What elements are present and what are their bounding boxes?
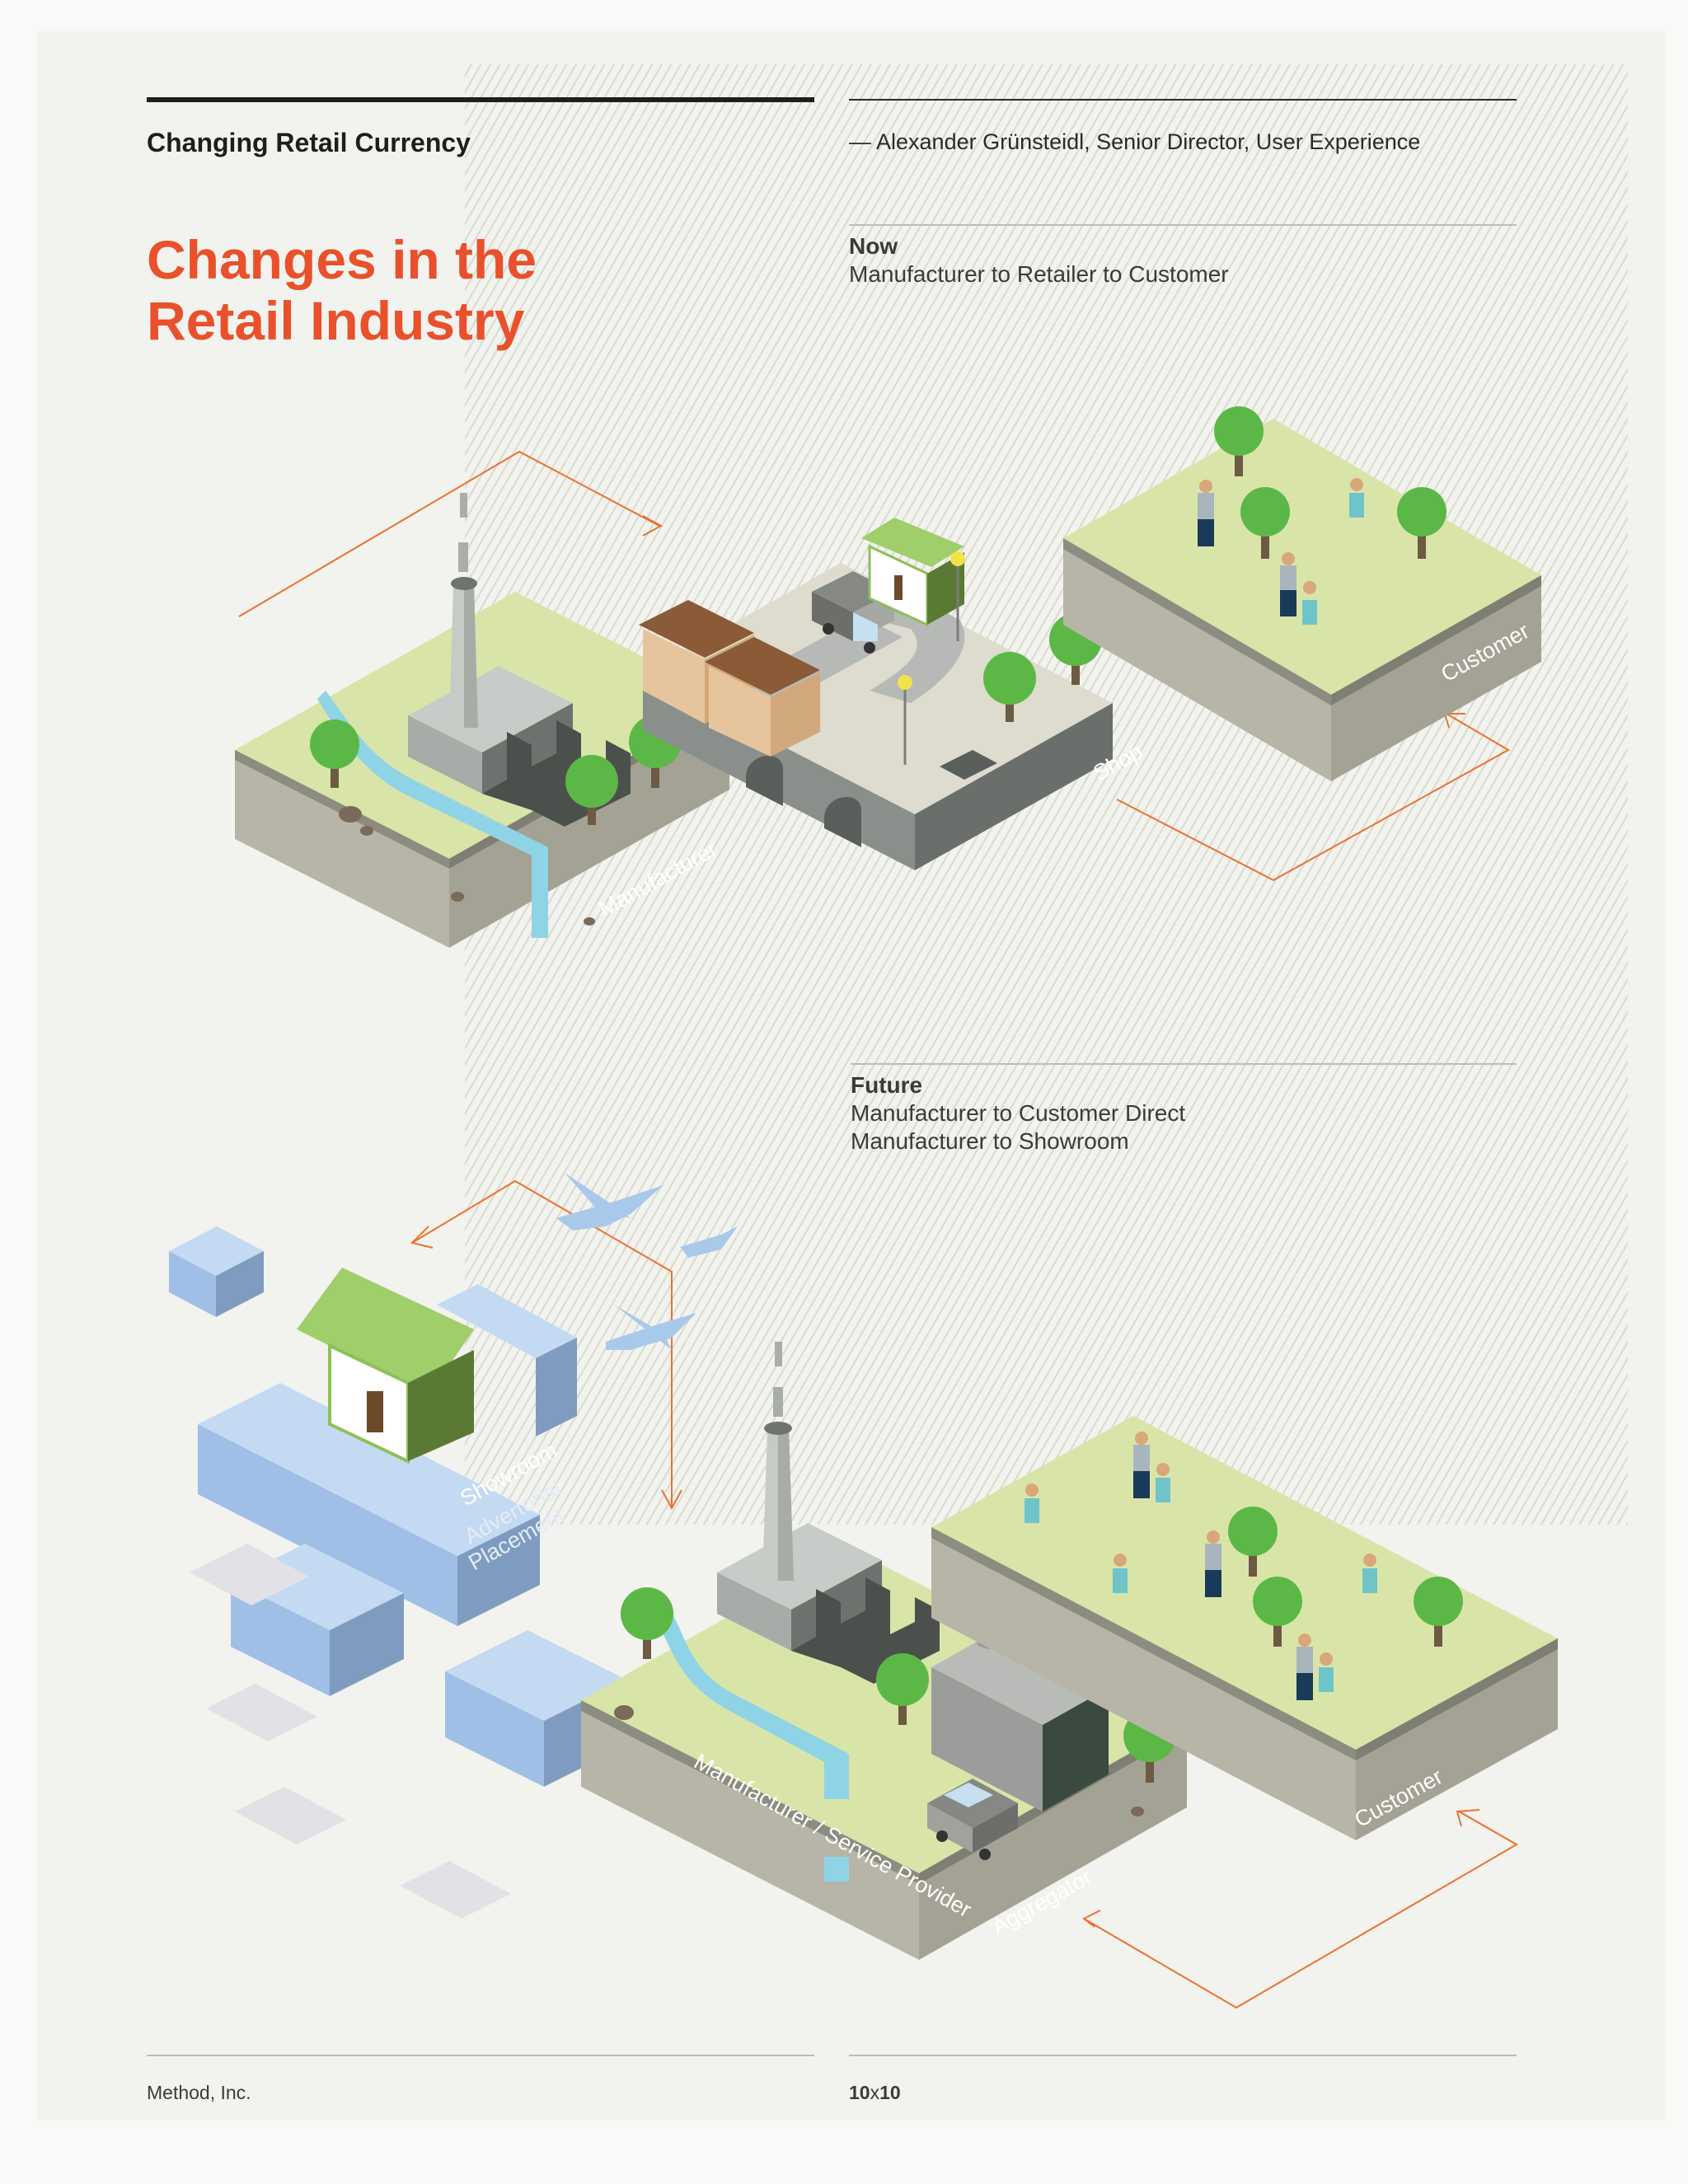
future-line-2: Manufacturer to Showroom [851, 1128, 1129, 1154]
future-line-1: Manufacturer to Customer Direct [851, 1100, 1186, 1126]
customer-block-future: Customer [931, 1416, 1558, 1840]
now-illustration: Manufacturer [235, 406, 1541, 948]
footer-rule-right [849, 2055, 1517, 2056]
page-title: Changes in the Retail Industry [147, 229, 537, 351]
header-rule-right [849, 99, 1517, 101]
author-byline: — Alexander Grünsteidl, Senior Director,… [849, 129, 1421, 154]
customer-block: Customer [1063, 406, 1541, 781]
footer-company: Method, Inc. [147, 2082, 251, 2103]
footer-publication-b: 10 [879, 2082, 901, 2103]
future-title: Future [851, 1072, 923, 1098]
section-kicker: Changing Retail Currency [147, 128, 471, 157]
future-divider [851, 1063, 1517, 1065]
page: Changing Retail Currency — Alexander Grü… [37, 31, 1665, 2121]
manufacturer-block: Manufacturer [235, 493, 729, 948]
flow-arrow-manufacturer-to-shop [238, 450, 663, 617]
future-illustration: Showroom Advertorial Placement [169, 1173, 1558, 2009]
footer-publication: 10x10 [849, 2082, 901, 2104]
footer-publication-x: x [870, 2082, 880, 2103]
now-title: Now [849, 233, 898, 259]
flow-arrow-customer-loop-future [1082, 1809, 1519, 2009]
footer-rule-left [147, 2055, 814, 2056]
now-description: Manufacturer to Retailer to Customer [849, 261, 1229, 287]
now-divider [849, 224, 1517, 226]
header-rule-left [147, 97, 814, 102]
footer-publication-a: 10 [849, 2082, 870, 2103]
plane-icon [556, 1173, 738, 1350]
shop-block: Shop [639, 518, 1146, 870]
showroom-blocks: Showroom Advertorial Placement [169, 1226, 626, 1919]
